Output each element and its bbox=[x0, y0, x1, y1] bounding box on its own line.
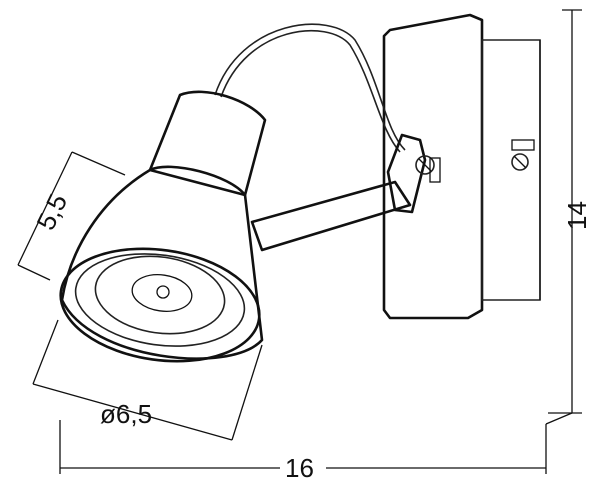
dim-text-head-length: 5,5 bbox=[30, 189, 73, 235]
joint-nut bbox=[429, 157, 441, 183]
dimension-total-width: 16 bbox=[59, 412, 573, 483]
lamp-front-rim bbox=[59, 247, 261, 363]
ext-line-head-bottom bbox=[17, 264, 51, 281]
dim-text-width: 16 bbox=[285, 453, 314, 483]
joint-screw-slot bbox=[418, 158, 432, 172]
side-screw-slot bbox=[513, 155, 527, 169]
side-screw bbox=[511, 153, 529, 171]
dim-text-width-bg bbox=[280, 450, 326, 480]
dim-line-head-length bbox=[17, 151, 73, 266]
bulb-center bbox=[131, 274, 193, 312]
arm-joint bbox=[386, 133, 427, 214]
screw-bracket bbox=[511, 139, 535, 151]
power-cable-inner bbox=[220, 29, 401, 153]
lamp-rear-cap bbox=[148, 90, 267, 197]
bulb-filament bbox=[156, 285, 170, 299]
wall-plate bbox=[382, 13, 541, 320]
ext-line-head-top bbox=[71, 151, 126, 176]
dimension-total-height: 14 bbox=[548, 9, 592, 414]
dim-corner-link bbox=[545, 412, 573, 425]
lamp-head bbox=[59, 90, 267, 363]
dim-line-diameter bbox=[32, 383, 233, 441]
arm-bar bbox=[250, 180, 412, 252]
dim-text-diameter: ø6,5 bbox=[100, 399, 152, 429]
bulb-reflector bbox=[94, 255, 226, 335]
power-cable bbox=[214, 23, 406, 151]
lamp-inner-rim bbox=[74, 253, 246, 347]
ext-line-diameter-right bbox=[231, 344, 263, 441]
dim-text-height: 14 bbox=[562, 201, 592, 230]
wall-plate-side bbox=[481, 39, 541, 301]
dimension-head-diameter: ø6,5 bbox=[32, 319, 263, 441]
ext-line-diameter-left bbox=[32, 319, 59, 385]
joint-screw bbox=[415, 155, 435, 175]
wall-plate-front bbox=[382, 13, 484, 320]
lamp-cone bbox=[60, 165, 264, 360]
swivel-arm bbox=[250, 133, 441, 252]
